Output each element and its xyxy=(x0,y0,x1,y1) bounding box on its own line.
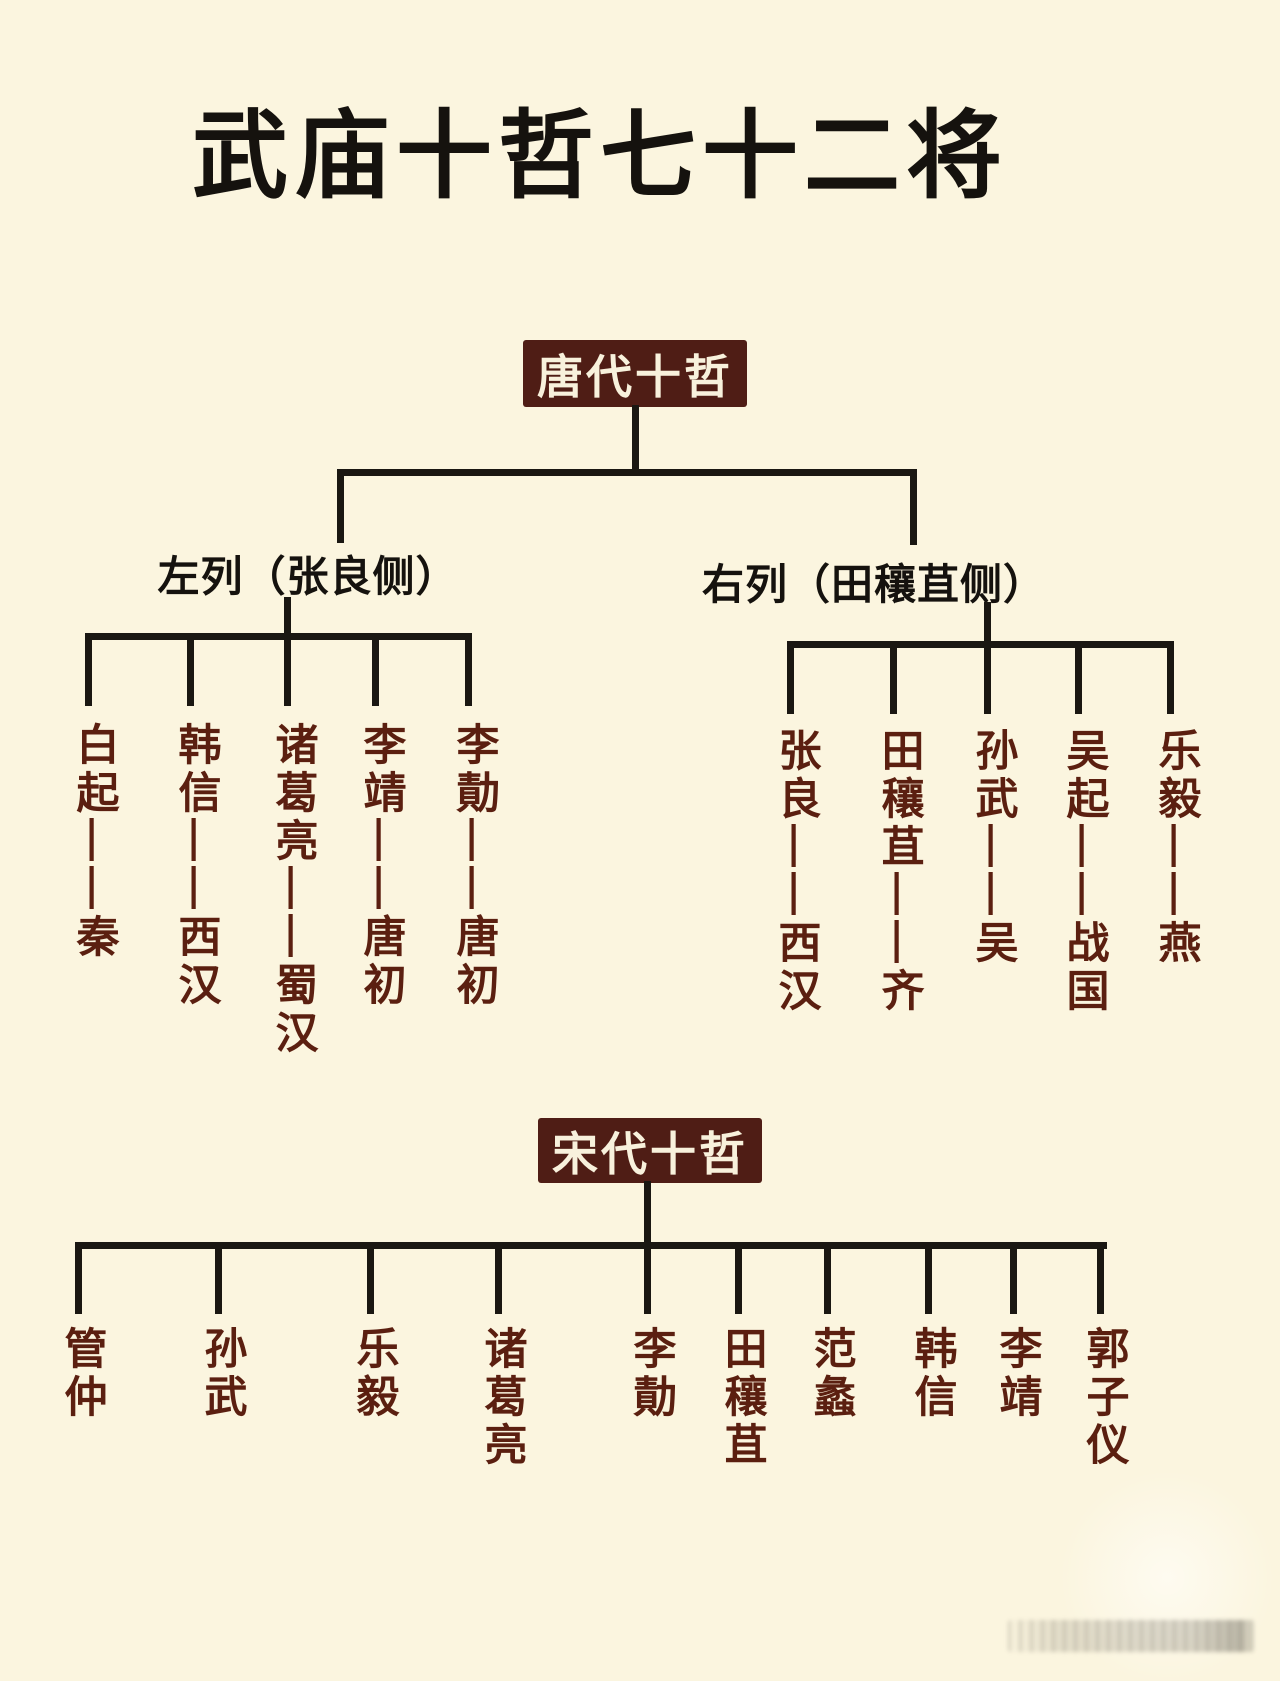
connector-line xyxy=(75,1242,1107,1249)
page-title: 武庙十哲七十二将 xyxy=(192,103,1008,210)
member-name: 田穰苴 xyxy=(718,1326,766,1470)
member-name: 李靖 xyxy=(993,1326,1041,1422)
member-name: 李靖——唐初 xyxy=(357,722,405,1010)
connector-line xyxy=(215,1242,222,1314)
connector-line xyxy=(187,633,194,706)
connector-line xyxy=(632,405,639,473)
connector-line xyxy=(787,641,794,714)
tang-left-group-label: 左列（张良侧） xyxy=(157,553,459,600)
connector-line xyxy=(1010,1242,1017,1314)
connector-line xyxy=(925,1242,932,1314)
connector-line xyxy=(1167,641,1174,714)
member-name: 管仲 xyxy=(58,1326,106,1422)
member-name: 李勣 xyxy=(627,1326,675,1422)
member-name: 范蠡 xyxy=(807,1326,855,1422)
connector-line xyxy=(367,1242,374,1314)
connector-line xyxy=(85,633,92,706)
connector-line xyxy=(372,633,379,706)
connector-line xyxy=(85,633,472,640)
connector-line xyxy=(337,469,917,476)
connector-line xyxy=(984,602,991,648)
member-name: 乐毅 xyxy=(350,1326,398,1422)
member-name: 吴起——战国 xyxy=(1060,728,1108,1016)
connector-line xyxy=(1097,1242,1104,1314)
connector-line xyxy=(824,1242,831,1314)
tang-root-node: 唐代十哲 xyxy=(523,340,747,407)
connector-line xyxy=(1075,641,1082,714)
connector-line xyxy=(337,469,344,543)
connector-line xyxy=(465,633,472,706)
member-name: 孙武——吴 xyxy=(969,728,1017,968)
blurred-watermark xyxy=(1008,1620,1254,1652)
member-name: 张良——西汉 xyxy=(772,728,820,1016)
member-name: 乐毅——燕 xyxy=(1152,728,1200,968)
member-name: 李勣——唐初 xyxy=(450,722,498,1010)
connector-line xyxy=(495,1242,502,1314)
connector-line xyxy=(284,633,291,706)
member-name: 诸葛亮——蜀汉 xyxy=(269,722,317,1058)
connector-line xyxy=(910,469,917,545)
connector-line xyxy=(284,597,291,639)
connector-line xyxy=(890,641,897,714)
connector-line xyxy=(644,1181,651,1249)
member-name: 田穰苴——齐 xyxy=(875,728,923,1016)
member-name: 郭子仪 xyxy=(1080,1326,1128,1470)
member-name: 孙武 xyxy=(198,1326,246,1422)
tang-right-group-label: 右列（田穰苴侧） xyxy=(701,561,1046,608)
member-name: 韩信——西汉 xyxy=(172,722,220,1010)
member-name: 诸葛亮 xyxy=(478,1326,526,1470)
connector-line xyxy=(644,1242,651,1314)
song-root-node: 宋代十哲 xyxy=(538,1118,762,1183)
connector-line xyxy=(735,1242,742,1314)
connector-line xyxy=(787,641,1174,648)
connector-line xyxy=(984,641,991,714)
connector-line xyxy=(75,1242,82,1314)
member-name: 白起——秦 xyxy=(70,722,118,962)
member-name: 韩信 xyxy=(908,1326,956,1422)
